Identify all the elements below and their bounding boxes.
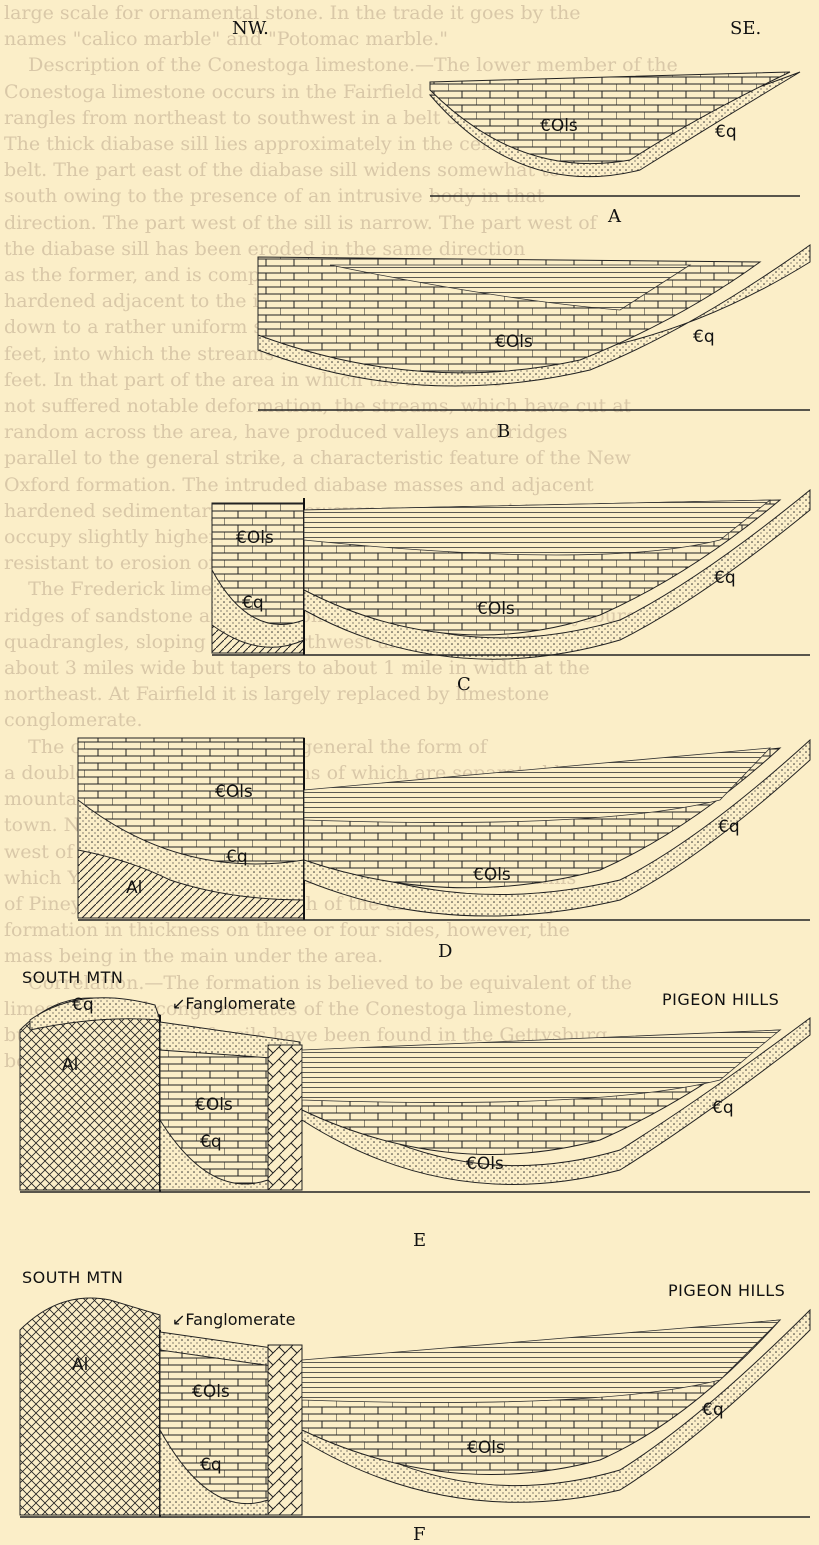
section-f-unit-label-3: €q (200, 1455, 222, 1475)
section-e-unit-label-2: Al (62, 1055, 78, 1075)
section-e-unit-label-5: €q (712, 1098, 734, 1118)
section-c-unit-label-3: €Ols (477, 599, 515, 619)
section-c-letter: C (457, 674, 471, 695)
section-c-unit-label-1: €Ols (236, 528, 274, 548)
section-c: €Ols €q €Ols €q C (212, 490, 810, 695)
section-d-unit-label-2: €q (226, 847, 248, 867)
section-e-south-mountain-heading: SOUTH MTN (22, 968, 123, 987)
section-b-unit-label-1: €Ols (495, 332, 533, 352)
section-f-pigeon-hills-heading: PIGEON HILLS (668, 1281, 785, 1300)
section-d-unit-label-4: €q (718, 817, 740, 837)
section-e-pigeon-hills-heading: PIGEON HILLS (662, 990, 779, 1009)
section-f-unit-label-4: €q (702, 1400, 724, 1420)
section-e-diabase-dike (268, 1045, 302, 1190)
section-a-unit-label-2: €q (715, 122, 737, 142)
section-b-letter: B (497, 421, 510, 442)
section-e-unit-label-3: €Ols (195, 1095, 233, 1115)
section-d-letter: D (438, 941, 452, 962)
section-e-letter: E (413, 1230, 426, 1251)
section-f-unit-label-5: €Ols (467, 1438, 505, 1458)
section-b-unit-label-2: €q (693, 327, 715, 347)
section-a: €Ols €q A (430, 72, 800, 227)
section-f-letter: F (413, 1524, 426, 1545)
section-d-unit-label-1: €Ols (215, 782, 253, 802)
section-f: SOUTH MTN PIGEON HILLS ↙Fanglomerate Al … (20, 1268, 810, 1545)
section-a-limestone-fold (430, 72, 790, 164)
section-d-unit-label-5: €Ols (473, 865, 511, 885)
section-e-fanglomerate-label: ↙Fanglomerate (172, 994, 295, 1013)
section-f-diabase-dike (268, 1345, 302, 1515)
compass-northwest-label: NW. (232, 18, 269, 39)
section-e-unit-label-6: €Ols (466, 1154, 504, 1174)
section-d-unit-label-3: Al (126, 878, 142, 898)
section-f-south-mountain-basement (20, 1298, 160, 1515)
section-f-unit-label-2: €Ols (192, 1382, 230, 1402)
section-b: €Ols €q B (258, 245, 810, 442)
section-d: €Ols €q Al €q €Ols D (78, 738, 810, 962)
section-e-unit-label-4: €q (200, 1132, 222, 1152)
section-f-unit-label-1: Al (72, 1355, 88, 1375)
compass-southeast-label: SE. (730, 18, 761, 39)
section-c-unit-label-2: €q (242, 593, 264, 613)
section-e: SOUTH MTN PIGEON HILLS ↙Fanglomerate €q … (20, 968, 810, 1251)
section-f-south-mountain-heading: SOUTH MTN (22, 1268, 123, 1287)
section-e-unit-label-1: €q (72, 995, 94, 1015)
section-c-unit-label-4: €q (714, 568, 736, 588)
section-a-letter: A (607, 206, 622, 227)
section-a-unit-label-1: €Ols (540, 116, 578, 136)
section-f-fanglomerate-label: ↙Fanglomerate (172, 1310, 295, 1329)
